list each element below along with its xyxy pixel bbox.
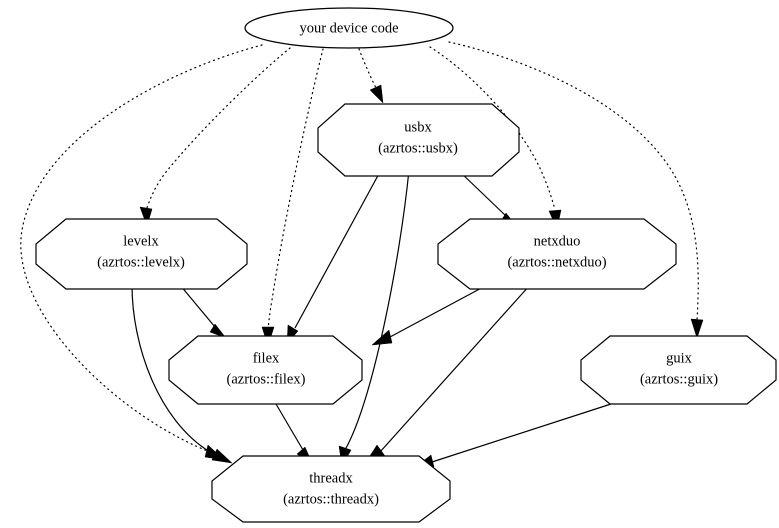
node-levelx-label-line2: (azrtos::levelx): [97, 254, 185, 270]
node-filex-label-line1: filex: [253, 350, 280, 366]
node-guix-label-line2: (azrtos::guix): [640, 371, 718, 387]
node-threadx[interactable]: threadx (azrtos::threadx): [211, 455, 451, 523]
edge-levelx-to-threadx: [131, 284, 225, 461]
edge-levelx-to-filex: [179, 284, 227, 339]
node-filex-shape: [168, 335, 363, 405]
edge-usbx-to-threadx: [338, 169, 410, 467]
node-guix-label-line1: guix: [666, 350, 693, 366]
node-levelx-label-line1: levelx: [123, 233, 159, 249]
node-levelx-shape: [35, 218, 248, 290]
node-usbx-shape: [317, 103, 520, 177]
node-threadx-shape: [211, 455, 451, 523]
node-usbx-label-line1: usbx: [404, 119, 432, 135]
node-levelx[interactable]: levelx (azrtos::levelx): [35, 218, 248, 290]
node-guix-shape: [580, 335, 777, 405]
node-device[interactable]: your device code: [244, 7, 454, 49]
node-usbx-label-line2: (azrtos::usbx): [378, 140, 458, 156]
node-netxduo-shape: [437, 218, 677, 290]
edge-netxduo-to-filex: [371, 284, 488, 346]
edge-device-to-guix: [448, 41, 704, 339]
node-device-label: your device code: [299, 20, 398, 36]
node-filex[interactable]: filex (azrtos::filex): [168, 335, 363, 405]
node-filex-label-line2: (azrtos::filex): [227, 371, 306, 387]
edge-device-to-levelx: [139, 47, 291, 227]
node-netxduo[interactable]: netxduo (azrtos::netxduo): [437, 218, 677, 290]
node-threadx-label-line1: threadx: [309, 470, 353, 486]
node-threadx-label-line2: (azrtos::threadx): [283, 491, 379, 507]
edge-guix-to-threadx: [413, 403, 612, 469]
edge-netxduo-to-threadx: [365, 284, 531, 463]
node-guix[interactable]: guix (azrtos::guix): [580, 335, 777, 405]
node-netxduo-label-line1: netxduo: [534, 233, 581, 249]
edge-device-to-usbx: [358, 48, 384, 104]
node-usbx[interactable]: usbx (azrtos::usbx): [317, 103, 520, 177]
edge-device-to-filex: [261, 48, 324, 347]
edge-usbx-to-filex: [286, 169, 382, 345]
node-netxduo-label-line2: (azrtos::netxduo): [507, 254, 606, 270]
node-device-shape: [244, 7, 454, 49]
